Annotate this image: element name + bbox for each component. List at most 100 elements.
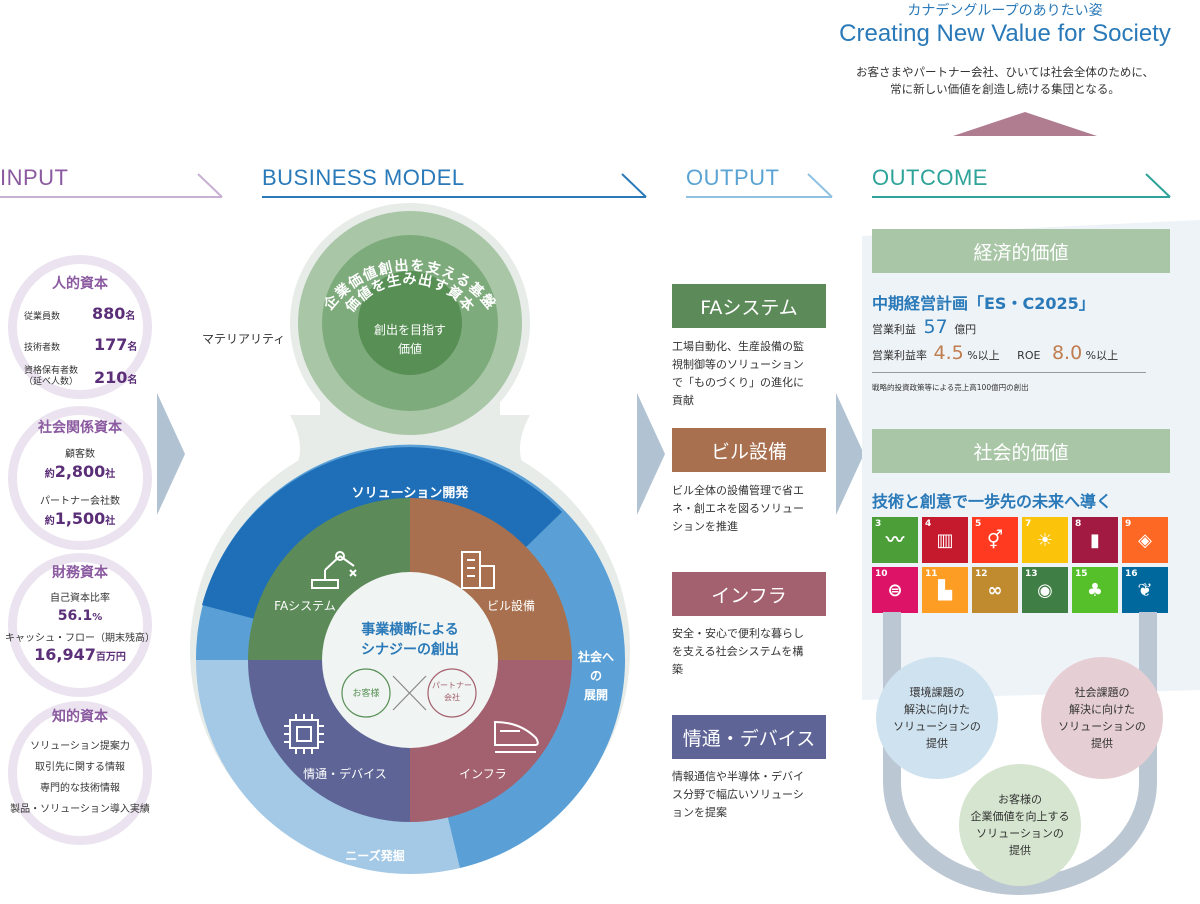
sdg-goal-icon: ∞ [987, 580, 1003, 601]
intellectual-item: 取引先に関する情報 [35, 762, 125, 773]
engineers-label: 技術者数 [24, 343, 61, 353]
input-arrow-chevron [157, 393, 185, 515]
customer-value-bubble: お客様の企業価値を向上するソリューションの提供 [959, 764, 1081, 886]
sdg-number: 8 [1075, 519, 1082, 529]
quadrant-fa-label: FAシステム [274, 599, 336, 613]
output-info-box: 情通・デバイス [672, 715, 826, 759]
human-capital-ring [8, 255, 152, 399]
intellectual-item: ソリューション提案力 [30, 741, 130, 752]
op-margin-row: 営業利益率 4.5 %以上 ROE 8.0 %以上 [872, 342, 1118, 364]
vision-description: お客さまやパートナー会社、ひいては社会全体のために、 常に新しい価値を創造し続け… [820, 64, 1190, 98]
qualified-value: 210名 [94, 368, 138, 387]
quadrant-bldg-label: ビル設備 [486, 599, 535, 613]
sdg-number: 16 [1125, 569, 1138, 579]
sdg-goal-icon: ◉ [1037, 580, 1053, 601]
middle-ring-label: 価値を生み出す資本 [341, 271, 477, 316]
op-margin-value: 4.5 [933, 342, 964, 364]
sdg-number: 3 [875, 519, 882, 529]
vision-title: Creating New Value for Society [839, 20, 1171, 47]
social-capital-title: 社会関係資本 [38, 420, 122, 436]
op-margin-label: 営業利益率 [872, 349, 927, 362]
sdg-number: 9 [1125, 519, 1132, 529]
social-capital-ring [8, 406, 152, 550]
sdg-number: 15 [1075, 569, 1088, 579]
section-outcome: OUTCOME [872, 165, 988, 190]
equity-label: 自己資本比率 [50, 593, 110, 604]
section-input: INPUT [0, 165, 69, 190]
op-profit-label: 営業利益 [872, 323, 916, 336]
middle-ring-arc-text: 価値を生み出す資本 [341, 271, 478, 316]
output-info-text: 情報通信や半導体・デバイス分野で幅広いソリューションを提案 [672, 770, 804, 819]
sdg-goal-icon: ▥ [936, 530, 954, 551]
sdg-number: 10 [875, 569, 888, 579]
quadrant-info-label: 情通・デバイス [303, 767, 387, 781]
intellectual-capital-title: 知的資本 [52, 709, 108, 725]
section-business-slash-icon [621, 173, 647, 198]
core-value-label: 創出を目指す価値 [373, 323, 446, 356]
roe-label: ROE [1017, 349, 1041, 362]
section-output: OUTPUT [686, 165, 780, 190]
svg-text:価値を生み出す資本: 価値を生み出す資本 [341, 271, 478, 316]
synergy-center [322, 572, 498, 748]
intellectual-item: 製品・ソリューション導入実績 [10, 804, 150, 815]
section-business: BUSINESS MODEL [262, 165, 465, 190]
sdg-tile-8: 8▮ [1072, 517, 1118, 563]
sdg-tile-16: 16❦ [1122, 567, 1168, 613]
sdg-goal-icon: ❦ [1137, 580, 1153, 601]
op-margin-unit: %以上 [967, 349, 1000, 362]
materiality-label: マテリアリティ [202, 332, 286, 346]
section-outcome-line [872, 196, 1170, 198]
sdg-tile-15: 15♣ [1072, 567, 1118, 613]
equity-value: 56.1% [57, 608, 103, 624]
qualified-label: 資格保有者数（延べ人数） [23, 366, 78, 387]
sdg-goal-icon: ⚥ [986, 530, 1004, 551]
section-input-line [0, 196, 222, 198]
sdg-tile-9: 9◈ [1122, 517, 1168, 563]
synergy-title: 事業横断によるシナジーの創出 [361, 622, 459, 658]
partner-label: パートナー会社 [432, 681, 472, 702]
sdg-tile-12: 12∞ [972, 567, 1018, 613]
engineers-value: 177名 [94, 335, 138, 354]
vision-subtitle: カナデングループのありたい姿 [907, 3, 1103, 19]
op-profit-row: 営業利益 57 億円 [872, 316, 976, 338]
plan-title: 中期経営計画「ES・C2025」 [872, 294, 1095, 313]
sdg-tile-5: 5⚥ [972, 517, 1018, 563]
section-outcome-slash-icon [1145, 173, 1171, 198]
robot-arm-icon [311, 551, 357, 589]
output-fa-box: FAシステム [672, 284, 826, 328]
sdg-goal-icon: ◈ [1138, 530, 1152, 551]
section-output-line [686, 196, 832, 198]
employees-label: 従業員数 [24, 312, 61, 322]
social-value-header: 社会的価値 [872, 429, 1170, 473]
vision-desc-line-2: 常に新しい価値を創造し続ける集団となる。 [890, 82, 1120, 96]
section-input-slash-icon [197, 173, 223, 198]
roe-unit: %以上 [1085, 349, 1119, 362]
partners-label: パートナー会社数 [40, 496, 120, 507]
financial-capital-ring [8, 553, 152, 697]
needs-label: ニーズ発掘 [345, 849, 405, 863]
sdg-tile-4: 4▥ [922, 517, 968, 563]
intellectual-item: 専門的な技術情報 [40, 783, 120, 794]
sdg-number: 12 [975, 569, 988, 579]
social-value-title: 技術と創意で一歩先の未来へ導く [872, 492, 1113, 511]
bullet-train-icon [494, 720, 539, 753]
customer-label: お客様 [352, 689, 380, 699]
output-bldg-text: ビル全体の設備管理で省エネ・創エネを図るソリューションを推進 [672, 484, 804, 533]
intellectual-items: ソリューション提案力 取引先に関する情報 専門的な技術情報 製品・ソリューション… [0, 736, 160, 820]
output-infra-text: 安全・安心で便利な暮らしを支える社会システムを構築 [672, 627, 804, 676]
business-arrow-chevron [637, 393, 665, 515]
sdg-tile-13: 13◉ [1022, 567, 1068, 613]
employees-value: 880名 [92, 304, 136, 323]
sdg-tile-10: 10⊜ [872, 567, 918, 613]
cash-flow-value: 16,947百万円 [34, 645, 126, 664]
building-icon [461, 551, 495, 589]
sdg-goal-icon: ▮ [1090, 530, 1100, 551]
social-solutions-bubble: 社会課題の解決に向けたソリューションの提供 [1041, 657, 1163, 779]
value-core-circle [358, 271, 462, 375]
quadrant-infra-label: インフラ [459, 767, 507, 781]
op-profit-unit: 億円 [954, 323, 977, 336]
sdg-grid: 3〰4▥5⚥7☀8▮9◈10⊜11▙12∞13◉15♣16❦ [872, 517, 1172, 613]
social-deploy-label: 社会への展開 [577, 650, 614, 702]
partner-circle [427, 668, 477, 718]
sdg-number: 7 [1025, 519, 1032, 529]
